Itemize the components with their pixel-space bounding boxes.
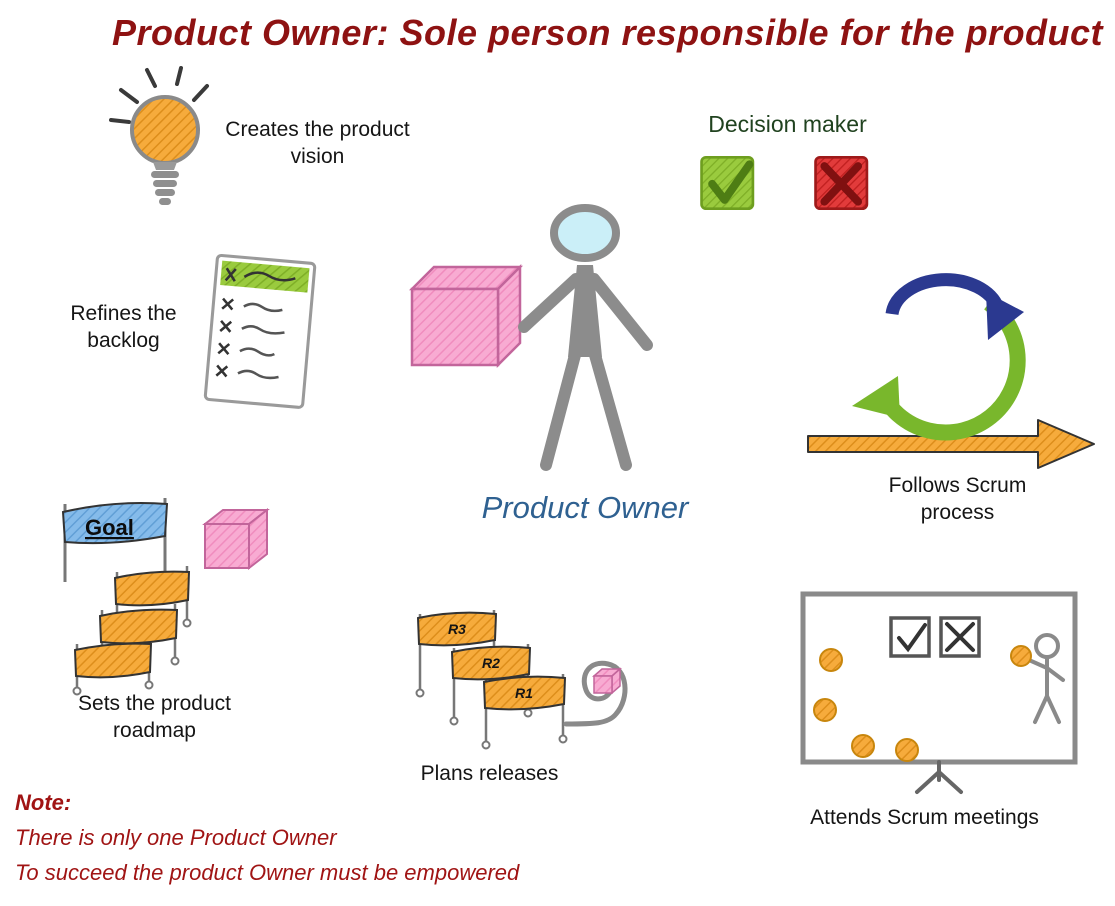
check-box-icon [700,155,755,211]
presenter-figure [1027,633,1065,724]
backlog-label: Refines the backlog [70,302,177,353]
meetings-label: Attends Scrum meetings [810,806,1039,829]
roadmap-cube-icon [202,507,270,571]
product-owner-label: Product Owner [481,490,689,525]
decision-label: Decision maker [708,111,867,137]
diagram-title: Product Owner: Sole person responsible f… [111,12,1104,53]
figure-head [550,204,620,262]
vision-label: Creates the product vision [225,118,410,169]
goal-banner-label: Goal [85,515,134,540]
cross-box-icon [814,155,869,211]
scrum-process-icon [807,273,1095,469]
attendee-dots [813,648,919,762]
presenter-ball-icon [1010,645,1032,667]
release-cube-icon [592,667,622,695]
roadmap-flags-icon: Goal [61,498,270,696]
release-flags-icon: R3 R2 R1 [415,610,628,750]
scrum-meeting-icon [800,591,1078,794]
note-line: There is only one Product Owner [15,824,337,850]
roadmap-label: Sets the product roadmap [78,692,231,743]
backlog-clipboard-icon [203,253,317,409]
releases-label: Plans releases [420,762,559,785]
product-owner-figure [408,204,653,471]
release-flag-label: R2 [482,655,500,671]
note-line: To succeed the product Owner must be emp… [15,859,520,885]
release-flag-label: R1 [515,685,533,701]
note-block: Note: There is only one Product Owner To… [15,786,735,890]
lightbulb-icon [109,66,209,205]
note-heading: Note: [15,790,72,815]
scrum-process-label: Follows Scrum process [888,474,1027,525]
product-box-icon [408,263,524,369]
release-flag-label: R3 [448,621,466,637]
